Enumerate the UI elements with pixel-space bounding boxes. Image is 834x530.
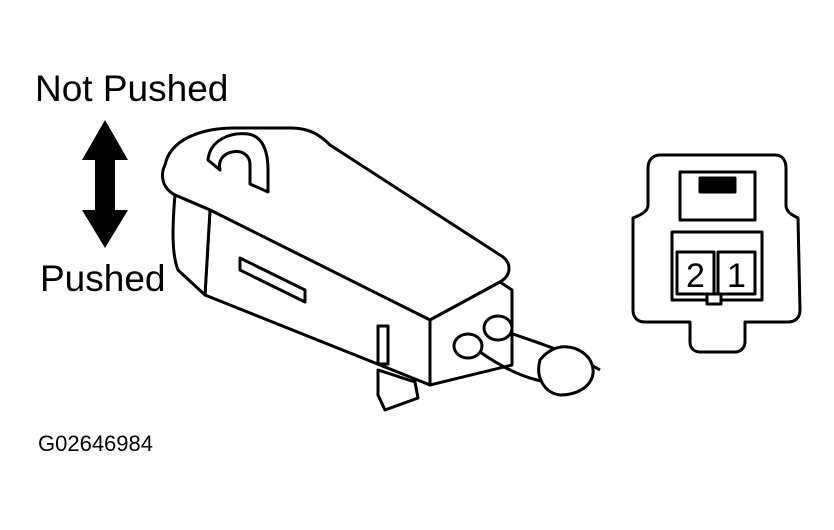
pin-2-label: 2 xyxy=(686,257,705,295)
connector-face xyxy=(631,153,802,354)
double-arrow-icon xyxy=(82,120,128,248)
not-pushed-label: Not Pushed xyxy=(35,68,229,109)
switch-body xyxy=(161,126,514,412)
figure-code: G02646984 xyxy=(38,431,153,456)
pin-1-label: 1 xyxy=(727,257,746,295)
wire-leads xyxy=(452,314,601,397)
pushed-label: Pushed xyxy=(40,258,166,299)
